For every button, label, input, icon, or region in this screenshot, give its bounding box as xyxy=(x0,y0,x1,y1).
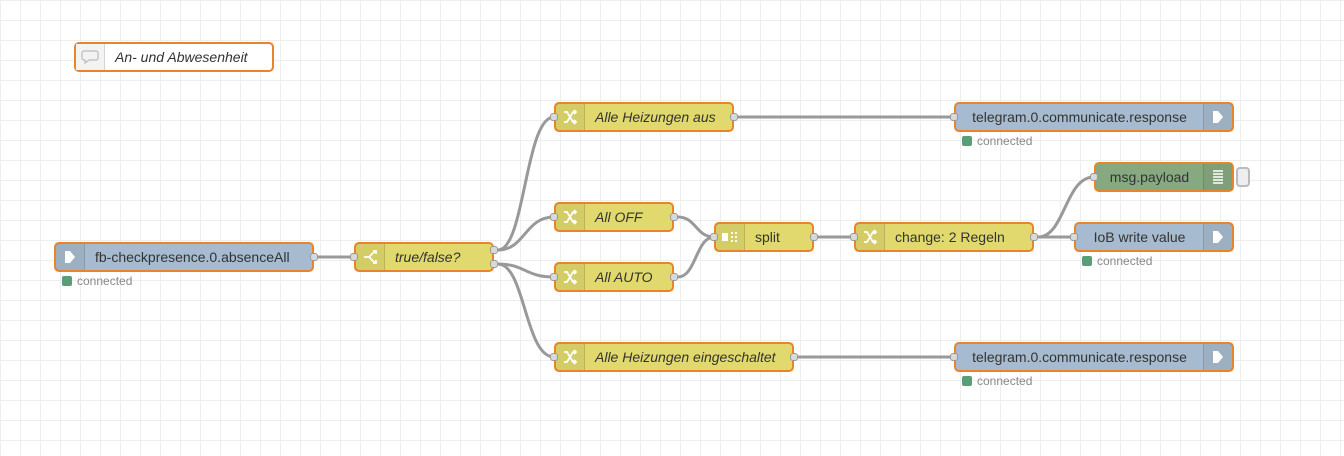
arrow-out-icon xyxy=(1203,104,1232,130)
node-label: msg.payload xyxy=(1109,169,1190,185)
node-label: telegram.0.communicate.response xyxy=(972,349,1187,365)
input-port[interactable] xyxy=(950,113,958,121)
status-text: connected xyxy=(77,274,133,288)
status-connected: connected xyxy=(962,134,1032,148)
node-label: true/false? xyxy=(395,249,461,265)
status-dot-icon xyxy=(962,136,972,146)
status-dot-icon xyxy=(62,276,72,286)
output-port[interactable] xyxy=(670,213,678,221)
output-port[interactable] xyxy=(310,253,318,261)
ioBroker-in-node[interactable]: fb-checkpresence.0.absenceAll xyxy=(54,242,318,272)
status-connected: connected xyxy=(62,274,132,288)
change-node[interactable]: Alle Heizungen aus xyxy=(550,102,738,132)
node-label: All AUTO xyxy=(595,269,653,285)
node-label: Alle Heizungen aus xyxy=(595,109,716,125)
status-text: connected xyxy=(1097,254,1153,268)
ioBroker-out-node[interactable]: IoB write value xyxy=(1070,222,1234,252)
node-label: change: 2 Regeln xyxy=(895,229,1005,245)
arrow-out-icon xyxy=(1203,344,1232,370)
change-node[interactable]: change: 2 Regeln xyxy=(850,222,1038,252)
debug-toggle-button[interactable] xyxy=(1236,167,1250,187)
status-connected: connected xyxy=(1082,254,1152,268)
input-port[interactable] xyxy=(1070,233,1078,241)
input-port[interactable] xyxy=(710,233,718,241)
split-node[interactable]: split xyxy=(710,222,818,252)
list-icon xyxy=(1203,164,1232,190)
output-port[interactable] xyxy=(1030,233,1038,241)
wire[interactable] xyxy=(677,235,715,279)
ioBroker-out-node[interactable]: telegram.0.communicate.response xyxy=(950,342,1234,372)
wire[interactable] xyxy=(677,215,715,239)
speech-bubble-icon xyxy=(76,44,105,70)
input-port[interactable] xyxy=(550,213,558,221)
wire[interactable] xyxy=(497,262,555,359)
node-label: split xyxy=(755,229,780,245)
comment-text: An- und Abwesenheit xyxy=(115,49,248,65)
input-port[interactable] xyxy=(550,353,558,361)
debug-node[interactable]: msg.payload xyxy=(1090,162,1234,192)
switch-icon xyxy=(356,244,385,270)
input-port[interactable] xyxy=(1090,173,1098,181)
status-text: connected xyxy=(977,374,1033,388)
wire[interactable] xyxy=(1037,175,1095,239)
shuffle-icon xyxy=(556,204,585,230)
shuffle-icon xyxy=(856,224,885,250)
status-text: connected xyxy=(977,134,1033,148)
output-port-1[interactable] xyxy=(490,246,498,254)
status-dot-icon xyxy=(962,376,972,386)
change-node[interactable]: Alle Heizungen eingeschaltet xyxy=(550,342,798,372)
status-connected: connected xyxy=(962,374,1032,388)
output-port[interactable] xyxy=(790,353,798,361)
status-dot-icon xyxy=(1082,256,1092,266)
shuffle-icon xyxy=(556,264,585,290)
input-port[interactable] xyxy=(950,353,958,361)
output-port[interactable] xyxy=(810,233,818,241)
node-label: IoB write value xyxy=(1093,229,1186,245)
output-port[interactable] xyxy=(670,273,678,281)
input-port[interactable] xyxy=(550,273,558,281)
split-icon xyxy=(716,224,745,250)
node-label: All OFF xyxy=(595,209,643,225)
shuffle-icon xyxy=(556,344,585,370)
input-port[interactable] xyxy=(550,113,558,121)
comment-node[interactable]: An- und Abwesenheit xyxy=(74,42,274,72)
node-label: telegram.0.communicate.response xyxy=(972,109,1187,125)
arrow-out-icon xyxy=(1203,224,1232,250)
ioBroker-out-node[interactable]: telegram.0.communicate.response xyxy=(950,102,1234,132)
wire[interactable] xyxy=(497,115,555,252)
node-label: fb-checkpresence.0.absenceAll xyxy=(95,249,290,265)
switch-node[interactable]: true/false? xyxy=(350,242,498,272)
wire[interactable] xyxy=(497,215,555,252)
arrow-in-icon xyxy=(56,244,85,270)
node-label: Alle Heizungen eingeschaltet xyxy=(595,349,776,365)
change-node[interactable]: All OFF xyxy=(550,202,678,232)
input-port[interactable] xyxy=(850,233,858,241)
output-port[interactable] xyxy=(730,113,738,121)
change-node[interactable]: All AUTO xyxy=(550,262,678,292)
shuffle-icon xyxy=(556,104,585,130)
output-port-2[interactable] xyxy=(490,260,498,268)
wire[interactable] xyxy=(497,262,555,279)
input-port[interactable] xyxy=(350,253,358,261)
